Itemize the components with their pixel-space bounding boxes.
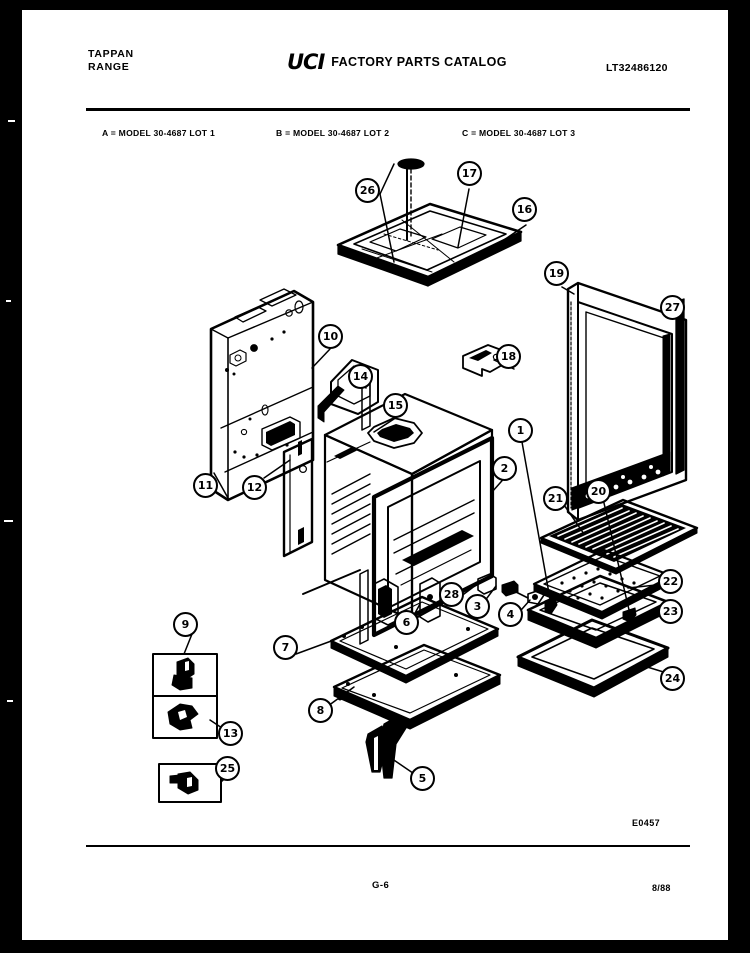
part-hinge-rod — [397, 158, 425, 241]
part-oven-rack — [539, 498, 699, 575]
callout-16[interactable]: 16 — [512, 197, 537, 222]
drawing-number: E0457 — [632, 818, 661, 828]
date-code: 8/88 — [652, 883, 671, 893]
scan-artifact — [8, 120, 15, 122]
part-leveling-leg — [365, 715, 407, 779]
callout-17[interactable]: 17 — [457, 161, 482, 186]
detail-box-middle — [152, 695, 218, 739]
catalog-logo-block: UCI FACTORY PARTS CATALOG — [287, 50, 507, 74]
callout-11[interactable]: 11 — [193, 473, 218, 498]
callout-5[interactable]: 5 — [410, 766, 435, 791]
callout-18[interactable]: 18 — [496, 344, 521, 369]
callout-3[interactable]: 3 — [465, 594, 490, 619]
callout-28[interactable]: 28 — [439, 582, 464, 607]
exploded-parts-diagram — [22, 142, 728, 832]
scan-artifact — [4, 520, 13, 522]
brand-name: TAPPAN RANGE — [88, 48, 134, 73]
callout-26[interactable]: 26 — [355, 178, 380, 203]
detail-box-lower — [158, 763, 222, 803]
part-bottom-panel — [516, 618, 670, 698]
callout-8[interactable]: 8 — [308, 698, 333, 723]
uci-logo: UCI — [287, 50, 325, 74]
callout-10[interactable]: 10 — [318, 324, 343, 349]
brand-line-2: RANGE — [88, 60, 130, 73]
callout-9[interactable]: 9 — [173, 612, 198, 637]
callout-23[interactable]: 23 — [658, 599, 683, 624]
callout-13[interactable]: 13 — [218, 721, 243, 746]
detail-box-upper — [152, 653, 218, 697]
callout-4[interactable]: 4 — [498, 602, 523, 627]
scan-artifact — [6, 300, 11, 302]
catalog-number: LT32486120 — [606, 62, 668, 74]
callout-6[interactable]: 6 — [394, 610, 419, 635]
part-side-panel — [209, 288, 315, 502]
footer-divider — [86, 845, 690, 847]
catalog-page: TAPPAN RANGE UCI FACTORY PARTS CATALOG L… — [22, 10, 728, 940]
callout-12[interactable]: 12 — [242, 475, 267, 500]
callout-14[interactable]: 14 — [348, 364, 373, 389]
part-cooktop — [336, 202, 523, 287]
scan-artifact — [7, 700, 13, 702]
callout-15[interactable]: 15 — [383, 393, 408, 418]
model-legend-a: A = MODEL 30-4687 LOT 1 — [102, 128, 215, 138]
callout-19[interactable]: 19 — [544, 261, 569, 286]
part-oven-cavity — [323, 381, 495, 638]
part-drawer-panel-lower — [332, 643, 502, 730]
callout-24[interactable]: 24 — [660, 666, 685, 691]
callout-2[interactable]: 2 — [492, 456, 517, 481]
brand-line-1: TAPPAN — [88, 48, 134, 60]
callout-25[interactable]: 25 — [215, 756, 240, 781]
callout-7[interactable]: 7 — [273, 635, 298, 660]
part-fasteners — [477, 573, 637, 631]
model-legend-b: B = MODEL 30-4687 LOT 2 — [276, 128, 390, 138]
callout-20[interactable]: 20 — [586, 479, 611, 504]
page-number: G-6 — [372, 880, 390, 891]
page-header: TAPPAN RANGE UCI FACTORY PARTS CATALOG L… — [22, 10, 728, 85]
model-legend: A = MODEL 30-4687 LOT 1 B = MODEL 30-468… — [22, 128, 728, 142]
callout-27[interactable]: 27 — [660, 295, 685, 320]
header-divider — [86, 108, 690, 111]
callout-1[interactable]: 1 — [508, 418, 533, 443]
callout-22[interactable]: 22 — [658, 569, 683, 594]
model-legend-c: C = MODEL 30-4687 LOT 3 — [462, 128, 576, 138]
part-support-bracket — [302, 569, 441, 645]
catalog-title: FACTORY PARTS CATALOG — [331, 55, 507, 69]
part-door-liner — [282, 437, 314, 558]
callout-21[interactable]: 21 — [543, 486, 568, 511]
part-door-trim-rod — [675, 298, 685, 475]
